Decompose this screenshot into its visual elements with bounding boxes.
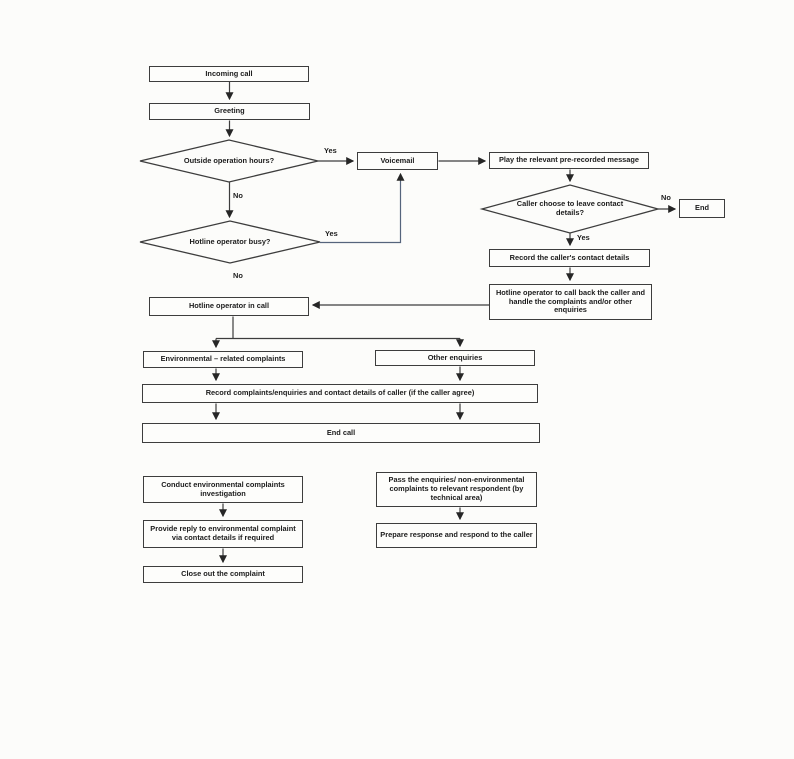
node-pass-enquiries: Pass the enquiries/ non-environmental co… bbox=[376, 472, 537, 507]
node-conduct-investigation: Conduct environmental complaints investi… bbox=[143, 476, 303, 503]
label-leave-details-no: No bbox=[661, 193, 671, 202]
diamond-label-operator-busy: Hotline operator busy? bbox=[189, 237, 271, 246]
label-leave-details-yes: Yes bbox=[577, 233, 590, 242]
node-record-contact: Record the caller's contact details bbox=[489, 249, 650, 267]
label-outside-hours-no: No bbox=[233, 191, 243, 200]
node-other-enquiries: Other enquiries bbox=[375, 350, 535, 366]
node-incoming-call: Incoming call bbox=[149, 66, 309, 82]
node-callback: Hotline operator to call back the caller… bbox=[489, 284, 652, 320]
label-outside-hours-yes: Yes bbox=[324, 146, 337, 155]
node-voicemail: Voicemail bbox=[357, 152, 438, 170]
node-record-complaints: Record complaints/enquiries and contact … bbox=[142, 384, 538, 403]
node-end-call: End call bbox=[142, 423, 540, 443]
node-greeting: Greeting bbox=[149, 103, 310, 120]
node-provide-reply: Provide reply to environmental complaint… bbox=[143, 520, 303, 548]
node-env-complaints: Environmental – related complaints bbox=[143, 351, 303, 368]
label-busy-yes: Yes bbox=[325, 229, 338, 238]
node-end: End bbox=[679, 199, 725, 218]
node-play-message: Play the relevant pre-recorded message bbox=[489, 152, 649, 169]
node-prepare-response: Prepare response and respond to the call… bbox=[376, 523, 537, 548]
label-busy-no: No bbox=[233, 271, 243, 280]
node-close-out: Close out the complaint bbox=[143, 566, 303, 583]
node-operator-in-call: Hotline operator in call bbox=[149, 297, 309, 316]
diamond-label-leave-details: Caller choose to leave contact details? bbox=[516, 199, 624, 217]
diamond-label-outside-hours: Outside operation hours? bbox=[183, 156, 275, 165]
